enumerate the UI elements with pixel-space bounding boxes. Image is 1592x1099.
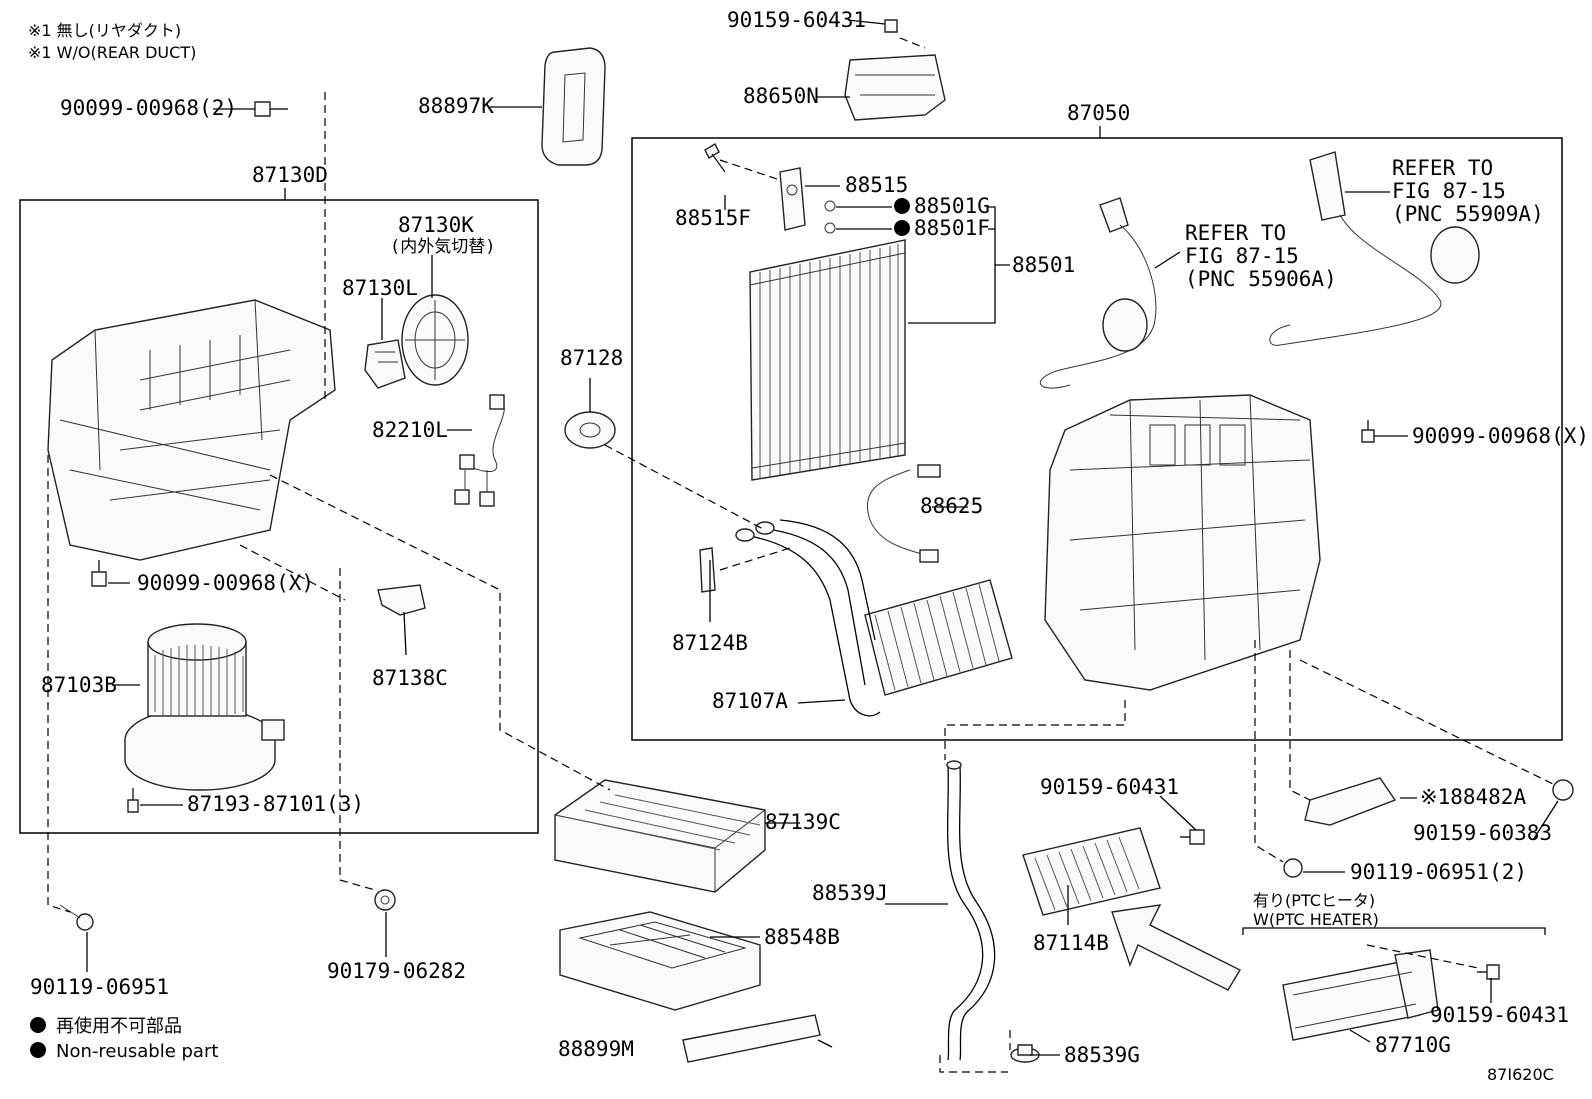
- label-88539g: 88539G: [1064, 1043, 1140, 1067]
- label-87193-87101-3: 87193-87101(3): [187, 792, 364, 816]
- tray-88548b: [559, 911, 761, 1011]
- label-87114b: 87114B: [1033, 931, 1109, 955]
- evaporator-88501: [749, 239, 906, 481]
- refer-2-line2: FIG 87-15: [1392, 179, 1506, 203]
- label-88625: 88625: [920, 494, 983, 518]
- note-jp: ※1 無し(リヤダクト): [28, 21, 181, 40]
- refer-1-line3: (PNC 55906A): [1185, 267, 1337, 291]
- label-87139c: 87139C: [765, 810, 841, 834]
- hvac-case-87130d: [47, 299, 336, 561]
- damper-87130k: [401, 294, 469, 386]
- label-88899m: 88899M: [558, 1037, 634, 1061]
- refer-1-line1: REFER TO: [1185, 221, 1286, 245]
- servo-55906a: [1039, 197, 1157, 389]
- screws-right: [1010, 420, 1574, 1063]
- hvac-unit-87050: [1044, 394, 1321, 691]
- refer-2-line1: REFER TO: [1392, 156, 1493, 180]
- label-90179-06282: 90179-06282: [327, 959, 466, 983]
- label-88539j: 88539J: [812, 881, 888, 905]
- label-90159-60431-bot: 90159-60431: [1430, 1003, 1569, 1027]
- label-90099-00968-x-right: 90099-00968(X): [1412, 424, 1589, 448]
- frame-ptc-heater: [1242, 927, 1546, 935]
- bracket-88650n: [844, 19, 946, 121]
- label-90099-00968-2: 90099-00968(2): [60, 96, 237, 120]
- label-88548b: 88548B: [764, 925, 840, 949]
- label-88482a: ※188482A: [1420, 785, 1526, 809]
- heater-core-87107a: [735, 519, 1013, 717]
- leader-lines: [86, 19, 1559, 1056]
- label-87050: 87050: [1067, 101, 1130, 125]
- actuator-87138c: [377, 584, 426, 616]
- ptc-caption-jp: 有り(PTCヒータ): [1253, 891, 1375, 910]
- label-87130d: 87130D: [252, 163, 328, 187]
- blower-87103b: [124, 623, 285, 791]
- label-90119-06951: 90119-06951: [30, 975, 169, 999]
- grommet-87128: [564, 411, 616, 449]
- label-88897k: 88897K: [418, 94, 494, 118]
- direction-arrow: [1111, 904, 1241, 991]
- label-90119-06951-2: 90119-06951(2): [1350, 860, 1527, 884]
- refer-2-line3: (PNC 55909A): [1392, 202, 1544, 226]
- label-90099-00968-x-left: 90099-00968(X): [137, 571, 314, 595]
- legend-jp: 再使用不可部品: [56, 1016, 182, 1037]
- seal-88897k: [541, 47, 606, 166]
- label-88501f: 88501F: [914, 216, 990, 240]
- label-87103b: 87103B: [41, 673, 117, 697]
- label-88501: 88501: [1012, 253, 1075, 277]
- label-88515f: 88515F: [675, 206, 751, 230]
- label-90159-60431-top: 90159-60431: [727, 8, 866, 32]
- frame-87130d: [19, 199, 539, 834]
- label-87128: 87128: [560, 346, 623, 370]
- label-87130l: 87130L: [342, 276, 418, 300]
- legend-marker-1: [30, 1017, 46, 1033]
- drain-hose-88539j: [946, 760, 996, 1061]
- non-reusable-marker-88501g: [894, 198, 910, 214]
- figure-id: 87I620C: [1487, 1065, 1554, 1084]
- bracket-88482a: [1304, 777, 1397, 826]
- legend-en: Non-reusable part: [56, 1041, 218, 1062]
- cover-88899m: [682, 1014, 821, 1063]
- guide-lines: [47, 37, 1556, 1073]
- expansion-valve-88515: [704, 143, 836, 234]
- label-87130k-sub: (内外気切替): [390, 237, 495, 257]
- label-87130k: 87130K: [398, 213, 474, 237]
- label-90159-60431-mid: 90159-60431: [1040, 775, 1179, 799]
- ptc-caption-en: W(PTC HEATER): [1253, 910, 1379, 929]
- servo-55909a: [1269, 151, 1480, 346]
- label-87710g: 87710G: [1375, 1033, 1451, 1057]
- legend-marker-2: [30, 1042, 46, 1058]
- label-90159-60383: 90159-60383: [1413, 821, 1552, 845]
- label-87138c: 87138C: [372, 666, 448, 690]
- thermistor-88625: [866, 464, 941, 563]
- ptc-heater-87114b: [1022, 827, 1161, 916]
- non-reusable-marker-88501f: [894, 220, 910, 236]
- note-en: ※1 W/O(REAR DUCT): [28, 43, 196, 62]
- clip-87124b: [699, 547, 716, 593]
- label-88515: 88515: [845, 173, 908, 197]
- screws-left: [59, 101, 396, 931]
- frame-87050: [631, 137, 1563, 741]
- label-88501g: 88501G: [914, 194, 990, 218]
- label-88650n: 88650N: [743, 84, 819, 108]
- ptc-heater-87710g: [1282, 949, 1439, 1041]
- harness-82210l: [454, 394, 505, 507]
- label-82210l: 82210L: [372, 418, 448, 442]
- refer-1-line2: FIG 87-15: [1185, 244, 1299, 268]
- actuator-87130l: [364, 339, 406, 389]
- label-87107a: 87107A: [712, 689, 788, 713]
- filter-87139c: [554, 779, 766, 893]
- label-87124b: 87124B: [672, 631, 748, 655]
